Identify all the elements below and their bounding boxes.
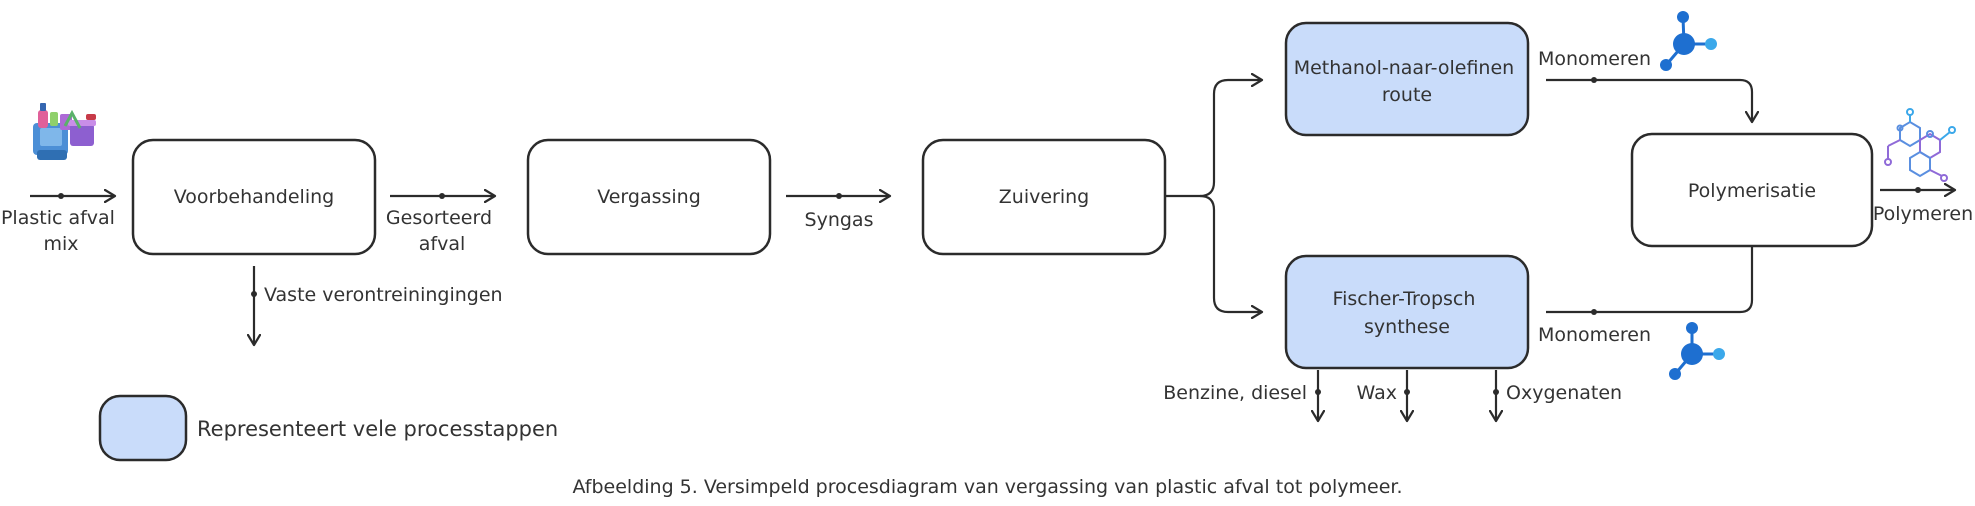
fischer-tropsch-label: Fischer-Tropsch synthese <box>1333 288 1482 338</box>
arrow-polymeren <box>1880 187 1955 193</box>
arrow-oxygenaten <box>1493 370 1499 421</box>
syngas-label: Syngas <box>805 209 874 231</box>
monomeren-bottom-label: Monomeren <box>1538 324 1651 346</box>
wax-label: Wax <box>1357 382 1397 404</box>
molecule-icon <box>1669 322 1725 380</box>
polymer-network-icon <box>1884 108 1956 182</box>
figure-caption: Afbeelding 5. Versimpeld procesdiagram v… <box>572 476 1403 498</box>
legend-swatch <box>98 394 188 462</box>
zuivering-box: Zuivering <box>921 138 1167 256</box>
arrow-monomeren-bottom <box>1546 225 1752 315</box>
benzine-diesel-label: Benzine, diesel <box>1163 382 1307 404</box>
voorbehandeling-box: Voorbehandeling <box>131 138 377 256</box>
plastic-waste-icon <box>33 103 96 160</box>
voorbehandeling-label: Voorbehandeling <box>174 186 334 208</box>
legend-label: Representeert vele processtappen <box>197 417 558 441</box>
polymerisatie-label: Polymerisatie <box>1688 180 1816 202</box>
vergassing-box: Vergassing <box>526 138 772 256</box>
vergassing-label: Vergassing <box>597 186 701 208</box>
polymerisatie-box: Polymerisatie <box>1630 132 1874 248</box>
vaste-verontreiningingen-label: Vaste verontreiningingen <box>264 284 503 306</box>
mto-label: Methanol-naar-olefinen route <box>1294 57 1521 106</box>
gesorteerd-afval-label: Gesorteerd afval <box>386 207 498 255</box>
polymeren-label: Polymeren <box>1873 203 1973 225</box>
zuivering-label: Zuivering <box>999 186 1089 208</box>
oxygenaten-label: Oxygenaten <box>1506 382 1622 404</box>
monomeren-top-label: Monomeren <box>1538 48 1651 70</box>
input-label: Plastic afval mix <box>1 207 121 255</box>
split-connector <box>1166 80 1262 312</box>
arrow-vaste-verontreiningingen <box>251 266 257 345</box>
fischer-tropsch-box: Fischer-Tropsch synthese <box>1284 254 1530 370</box>
arrow-benzine-diesel <box>1315 370 1321 421</box>
arrow-syngas <box>786 193 890 199</box>
molecule-icon <box>1660 11 1717 71</box>
arrow-wax <box>1404 370 1410 421</box>
arrow-gesorteerd-afval <box>390 193 495 199</box>
input-arrow <box>30 193 115 199</box>
mto-box: Methanol-naar-olefinen route <box>1284 21 1530 137</box>
legend: Representeert vele processtappen <box>98 394 558 462</box>
arrow-monomeren-top <box>1546 77 1752 122</box>
